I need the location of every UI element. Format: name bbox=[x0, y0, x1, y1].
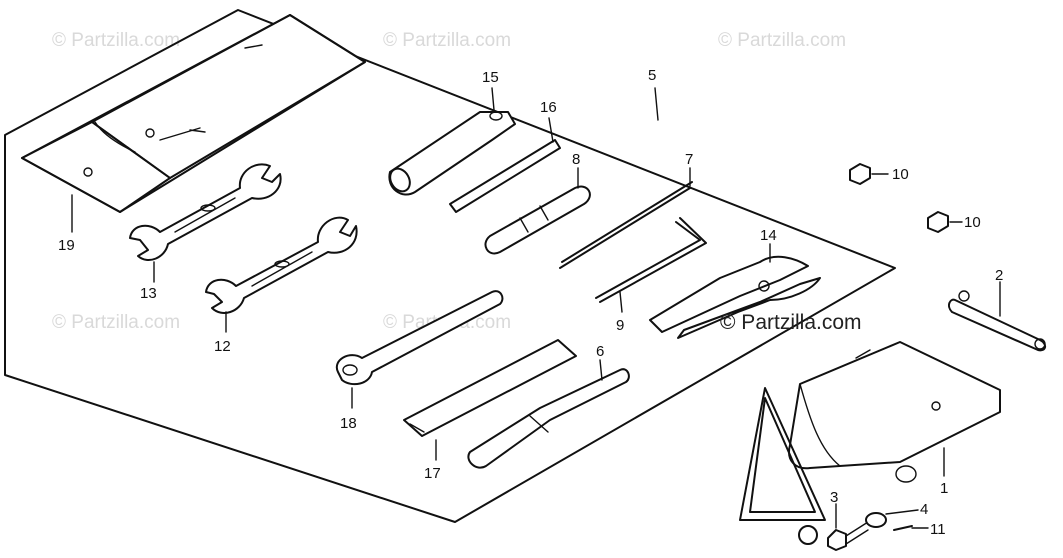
collar-4 bbox=[865, 509, 919, 528]
callout-17: 17 bbox=[424, 465, 441, 482]
callout-9: 9 bbox=[616, 317, 624, 334]
callout-5: 5 bbox=[648, 67, 656, 84]
leader-5 bbox=[654, 87, 659, 121]
callout-4: 4 bbox=[920, 501, 928, 518]
rubber-strap bbox=[739, 387, 826, 545]
callout-10a: 10 bbox=[892, 166, 909, 183]
watermark: © Partzilla.com bbox=[52, 312, 180, 333]
callout-11: 11 bbox=[930, 521, 946, 538]
nut-10a bbox=[849, 163, 889, 185]
bolt-3 bbox=[827, 521, 869, 551]
screw-11 bbox=[893, 525, 929, 531]
callout-16: 16 bbox=[540, 99, 557, 116]
bracket-2 bbox=[947, 290, 1046, 352]
screwdriver-7 bbox=[559, 181, 693, 269]
flat-blade-17 bbox=[403, 339, 577, 437]
leader-9 bbox=[619, 291, 623, 313]
callout-8: 8 bbox=[572, 151, 580, 168]
callout-12: 12 bbox=[214, 338, 231, 355]
pliers-14 bbox=[649, 255, 821, 339]
callout-19: 19 bbox=[58, 237, 75, 254]
callout-14: 14 bbox=[760, 227, 777, 244]
watermark: © Partzilla.com bbox=[52, 30, 180, 51]
tool-bag-outline bbox=[4, 9, 896, 523]
watermark: © Partzilla.com bbox=[718, 30, 846, 51]
leader-6 bbox=[599, 359, 603, 381]
screwdriver-handle-8 bbox=[484, 185, 591, 255]
callout-15: 15 bbox=[482, 69, 499, 86]
callout-1: 1 bbox=[940, 480, 948, 497]
callout-6: 6 bbox=[596, 343, 604, 360]
callout-7: 7 bbox=[685, 151, 693, 168]
leader-15 bbox=[491, 87, 495, 111]
ring-wrench-18 bbox=[335, 290, 504, 386]
watermark-main: © Partzilla.com bbox=[720, 311, 862, 334]
tool-case bbox=[21, 14, 366, 213]
callout-3: 3 bbox=[830, 489, 838, 506]
callout-13: 13 bbox=[140, 285, 157, 302]
open-end-wrench-12 bbox=[205, 216, 358, 314]
open-end-wrench-13 bbox=[129, 163, 282, 261]
leader-16 bbox=[548, 117, 554, 143]
box-wrench-15 bbox=[388, 111, 516, 196]
callout-18: 18 bbox=[340, 415, 357, 432]
callout-10b: 10 bbox=[964, 214, 981, 231]
watermark: © Partzilla.com bbox=[383, 30, 511, 51]
nut-10b bbox=[927, 211, 963, 233]
tool-holder-case-1 bbox=[788, 341, 1001, 483]
callout-2: 2 bbox=[995, 267, 1003, 284]
spark-plug-wrench-6 bbox=[467, 368, 630, 469]
hex-wrench-9 bbox=[595, 217, 707, 303]
handle-bar-16 bbox=[449, 139, 561, 213]
